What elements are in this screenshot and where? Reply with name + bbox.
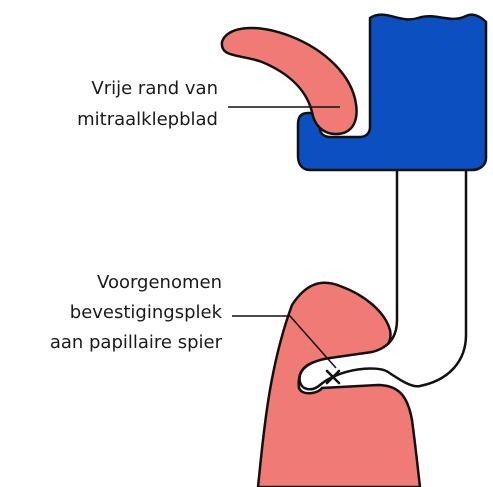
- papillary-muscle: [258, 283, 420, 487]
- attachment-site-label-line1: Voorgenomen: [97, 272, 222, 293]
- attachment-site-label-line2: bevestigingsplek: [70, 302, 223, 323]
- mitral-leaflet: [222, 28, 357, 134]
- leaflet-edge-label-line2: mitraalklepblad: [77, 109, 218, 130]
- attachment-site-label-line3: aan papillaire spier: [50, 332, 223, 353]
- leaflet-edge-label-line1: Vrije rand van: [91, 78, 218, 99]
